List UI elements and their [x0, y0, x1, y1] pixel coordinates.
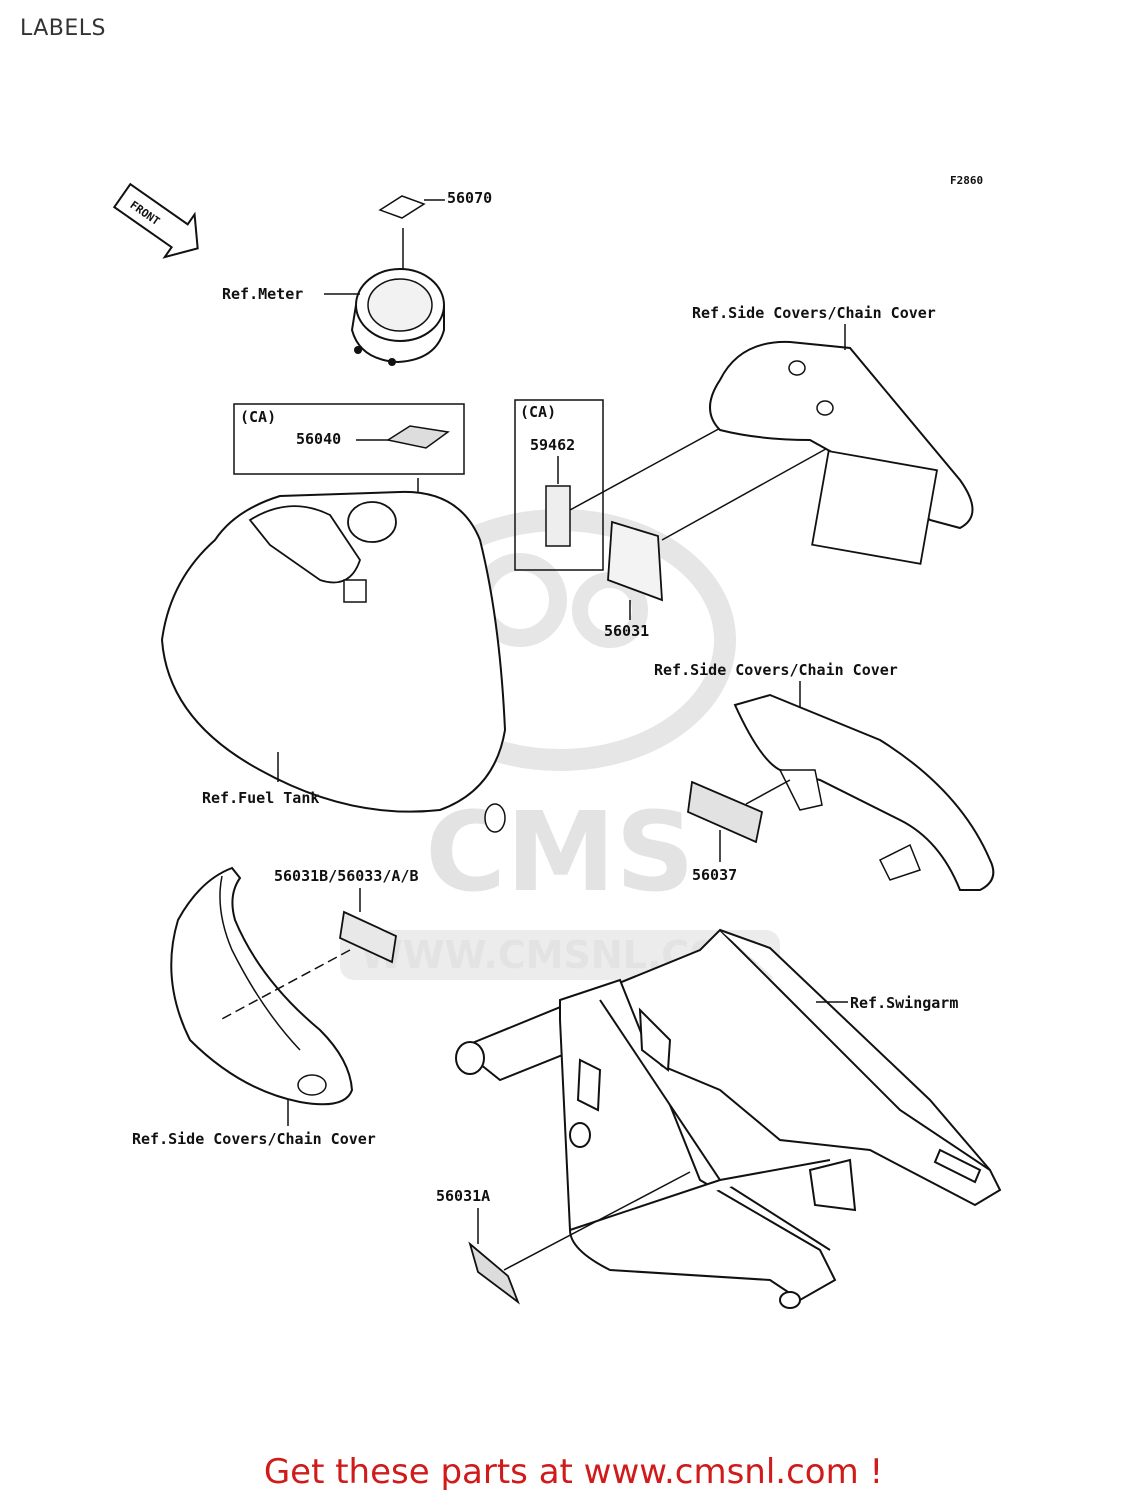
figure-code: F2860: [950, 174, 983, 187]
part-56040: 56040: [296, 430, 341, 448]
part-56070: 56070: [447, 189, 492, 207]
front-arrow-icon: FRONT: [112, 182, 199, 259]
swingarm-drawing: [455, 928, 1002, 1309]
part-59462: 59462: [530, 436, 575, 454]
ca-box-59462: [514, 399, 604, 571]
ca-label-1: (CA): [240, 408, 276, 426]
footer-link[interactable]: Get these parts at www.cmsnl.com !: [263, 1452, 884, 1492]
label-56037-shape: [687, 780, 764, 844]
fuel-tank-drawing: [160, 490, 507, 833]
ref-side-covers-mid: Ref.Side Covers/Chain Cover: [654, 661, 898, 679]
label-56070-shape: [378, 195, 426, 219]
parts-diagram: CMS WWW.CMSNL.COM F2860 FRONT 56070 Ref.…: [112, 174, 1002, 1309]
page-title: LABELS: [20, 16, 107, 41]
ca-box-56040: [233, 403, 465, 475]
side-cover-mid-drawing: [733, 693, 995, 891]
ref-side-covers-top: Ref.Side Covers/Chain Cover: [692, 304, 936, 322]
watermark-logo: CMS: [425, 788, 694, 916]
ca-label-2: (CA): [520, 403, 556, 421]
label-56031a-shape: [468, 1241, 520, 1305]
side-cover-bottom-drawing: [170, 866, 354, 1106]
part-56037: 56037: [692, 866, 737, 884]
ref-side-covers-bottom: Ref.Side Covers/Chain Cover: [132, 1130, 376, 1148]
side-cover-top-drawing: [709, 340, 974, 565]
part-56031a: 56031A: [436, 1187, 490, 1205]
meter-drawing: [350, 268, 445, 366]
cmsnl-watermark: CMS WWW.CMSNL.COM: [340, 509, 780, 980]
label-59462-shape: [545, 485, 571, 547]
label-56031b-shape: [339, 910, 397, 964]
ref-fuel-tank: Ref.Fuel Tank: [202, 789, 319, 807]
ref-meter: Ref.Meter: [222, 285, 303, 303]
part-56031: 56031: [604, 622, 649, 640]
label-56031-shape: [607, 520, 663, 602]
part-56031b: 56031B/56033/A/B: [274, 867, 419, 885]
ref-swingarm: Ref.Swingarm: [850, 994, 958, 1012]
label-56040-shape: [386, 425, 450, 449]
